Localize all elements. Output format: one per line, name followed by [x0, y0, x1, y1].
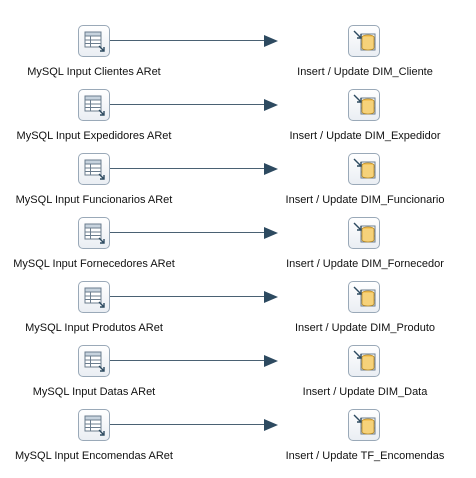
input-step-label: MySQL Input Expedidores ARet	[16, 130, 172, 142]
output-step-node[interactable]	[348, 89, 380, 121]
hop-arrow[interactable]	[110, 99, 278, 111]
input-step-label: MySQL Input Datas ARet	[32, 386, 156, 398]
output-step-node[interactable]	[348, 25, 380, 57]
output-step-node[interactable]	[348, 345, 380, 377]
arrowhead-icon	[264, 419, 278, 431]
arrowhead-icon	[264, 227, 278, 239]
output-step-label: Insert / Update DIM_Data	[302, 386, 428, 398]
input-step-node[interactable]	[78, 217, 110, 249]
output-step-node[interactable]	[348, 409, 380, 441]
output-step-node[interactable]	[348, 153, 380, 185]
hop-line	[110, 104, 266, 105]
input-step-label: MySQL Input Funcionarios ARet	[15, 194, 173, 206]
input-step-node[interactable]	[78, 409, 110, 441]
input-step-node[interactable]	[78, 89, 110, 121]
output-step-label: Insert / Update DIM_Fornecedor	[286, 258, 444, 270]
hop-line	[110, 40, 266, 41]
input-step-node[interactable]	[78, 153, 110, 185]
input-step-label: MySQL Input Clientes ARet	[27, 66, 161, 78]
hop-arrow[interactable]	[110, 291, 278, 303]
output-step-node[interactable]	[348, 281, 380, 313]
arrowhead-icon	[264, 99, 278, 111]
output-step-label: Insert / Update DIM_Cliente	[297, 66, 433, 78]
output-step-label: Insert / Update TF_Encomendas	[285, 450, 445, 462]
input-step-node[interactable]	[78, 281, 110, 313]
output-step-label: Insert / Update DIM_Funcionario	[285, 194, 445, 206]
arrowhead-icon	[264, 291, 278, 303]
input-step-label: MySQL Input Fornecedores ARet	[13, 258, 175, 270]
hop-line	[110, 360, 266, 361]
input-step-label: MySQL Input Encomendas ARet	[15, 450, 173, 462]
hop-line	[110, 168, 266, 169]
output-step-label: Insert / Update DIM_Expedidor	[289, 130, 441, 142]
hop-line	[110, 232, 266, 233]
hop-line	[110, 424, 266, 425]
arrowhead-icon	[264, 163, 278, 175]
hop-arrow[interactable]	[110, 419, 278, 431]
hop-arrow[interactable]	[110, 35, 278, 47]
arrowhead-icon	[264, 35, 278, 47]
hop-line	[110, 296, 266, 297]
output-step-node[interactable]	[348, 217, 380, 249]
output-step-label: Insert / Update DIM_Produto	[294, 322, 436, 334]
hop-arrow[interactable]	[110, 163, 278, 175]
input-step-node[interactable]	[78, 25, 110, 57]
input-step-node[interactable]	[78, 345, 110, 377]
hop-arrow[interactable]	[110, 227, 278, 239]
arrowhead-icon	[264, 355, 278, 367]
hop-arrow[interactable]	[110, 355, 278, 367]
input-step-label: MySQL Input Produtos ARet	[25, 322, 163, 334]
